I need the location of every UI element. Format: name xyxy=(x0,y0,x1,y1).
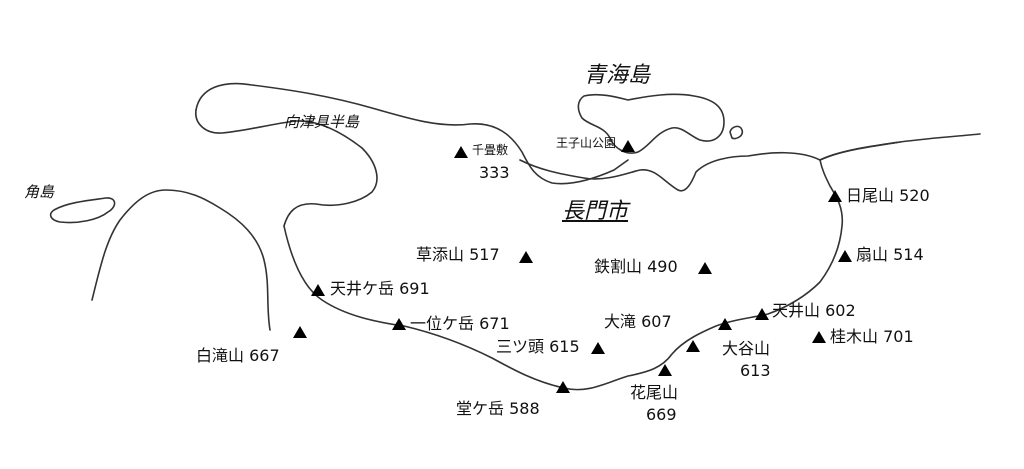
dougadake-label: 堂ケ岳 588 xyxy=(456,400,540,418)
shirotaki-triangle xyxy=(293,326,307,338)
hanaoyama-triangle xyxy=(658,364,672,376)
ougiyama-elev: 514 xyxy=(893,245,924,264)
shirotaki-elev: 667 xyxy=(249,346,280,365)
tetsuwari-elev: 490 xyxy=(647,257,678,276)
ojiyama-label: 王子山公園 xyxy=(556,136,617,150)
ichiigadake-name: 一位ケ岳 xyxy=(410,314,475,333)
amaigadake-label: 天井ケ岳 691 xyxy=(330,280,430,298)
tetsuwari-triangle xyxy=(698,262,712,274)
tsunoshima-island xyxy=(49,197,116,224)
tsunoshima-label: 角島 xyxy=(24,183,55,201)
senjojiki-triangle xyxy=(454,146,468,158)
kusasoe-elev: 517 xyxy=(469,245,500,264)
hanaoyama-elev: 669 xyxy=(646,405,677,424)
oumijima-island xyxy=(577,93,725,154)
ojiyama-triangle xyxy=(621,140,635,152)
senjojiki-name: 千畳敷 xyxy=(472,143,509,157)
tenjo602-name: 天井山 xyxy=(772,301,821,320)
mukatsuku-peninsula-inner xyxy=(195,109,378,227)
hanaoyama-name: 花尾山 xyxy=(630,383,679,402)
dougadake-triangle xyxy=(556,381,570,393)
hioyama-triangle xyxy=(828,190,842,202)
ootaniyama-name: 大谷山 xyxy=(722,339,771,358)
ootaki-elev: 607 xyxy=(641,312,672,331)
tetsuwari-name: 鉄割山 xyxy=(594,257,643,276)
ootaniyama-triangle xyxy=(686,340,700,352)
nagato-label: 長門市 xyxy=(562,199,629,224)
amaigadake-elev: 691 xyxy=(399,279,430,298)
mitsuzu-triangle xyxy=(591,342,605,354)
ichiigadake-triangle xyxy=(392,318,406,330)
katsuragi-name: 桂木山 xyxy=(830,327,879,346)
tenjo602-label: 天井山 602 xyxy=(772,302,856,320)
katsuragi-label: 桂木山 701 xyxy=(830,328,914,346)
ougiyama-triangle xyxy=(838,250,852,262)
mitsuzu-elev: 615 xyxy=(549,337,580,356)
dougadake-elev: 588 xyxy=(509,399,540,418)
shirotaki-label: 白滝山 667 xyxy=(196,347,280,365)
tenjo602-elev: 602 xyxy=(825,301,856,320)
ougiyama-name: 扇山 xyxy=(856,245,889,264)
ootaniyama-elev: 613 xyxy=(740,361,771,380)
oumijima-label: 青海島 xyxy=(584,63,651,88)
shirotaki-name: 白滝山 xyxy=(196,346,245,365)
ougiyama-label: 扇山 514 xyxy=(856,246,924,264)
kusasoe-triangle xyxy=(519,251,533,263)
dougadake-name: 堂ケ岳 xyxy=(456,399,505,418)
hioyama-elev: 520 xyxy=(899,186,930,205)
ootaki-label: 大滝 607 xyxy=(604,313,672,331)
katsuragi-triangle xyxy=(812,331,826,343)
ichiigadake-label: 一位ケ岳 671 xyxy=(410,315,510,333)
west-coast xyxy=(91,189,271,331)
ichiigadake-elev: 671 xyxy=(479,314,510,333)
mitsuzu-name: 三ツ頭 xyxy=(496,337,545,356)
hioyama-name: 日尾山 xyxy=(846,186,895,205)
senjojiki-elev: 333 xyxy=(479,163,510,182)
ootaki-triangle xyxy=(718,318,732,330)
ootaki-name: 大滝 xyxy=(604,312,637,331)
mitsuzu-label: 三ツ頭 615 xyxy=(496,338,580,356)
mukatsuku-label: 向津具半島 xyxy=(284,113,360,131)
city-boundary-east xyxy=(819,141,901,161)
kusasoe-name: 草添山 xyxy=(416,245,465,264)
kusasoe-label: 草添山 517 xyxy=(416,246,500,264)
tenjo602-triangle xyxy=(755,308,769,320)
mukatsuku-peninsula-outline xyxy=(195,82,629,185)
islet xyxy=(729,125,744,140)
tetsuwari-label: 鉄割山 490 xyxy=(594,258,678,276)
hioyama-label: 日尾山 520 xyxy=(846,187,930,205)
katsuragi-elev: 701 xyxy=(883,327,914,346)
amaigadake-name: 天井ケ岳 xyxy=(330,279,395,298)
amaigadake-triangle xyxy=(311,284,325,296)
